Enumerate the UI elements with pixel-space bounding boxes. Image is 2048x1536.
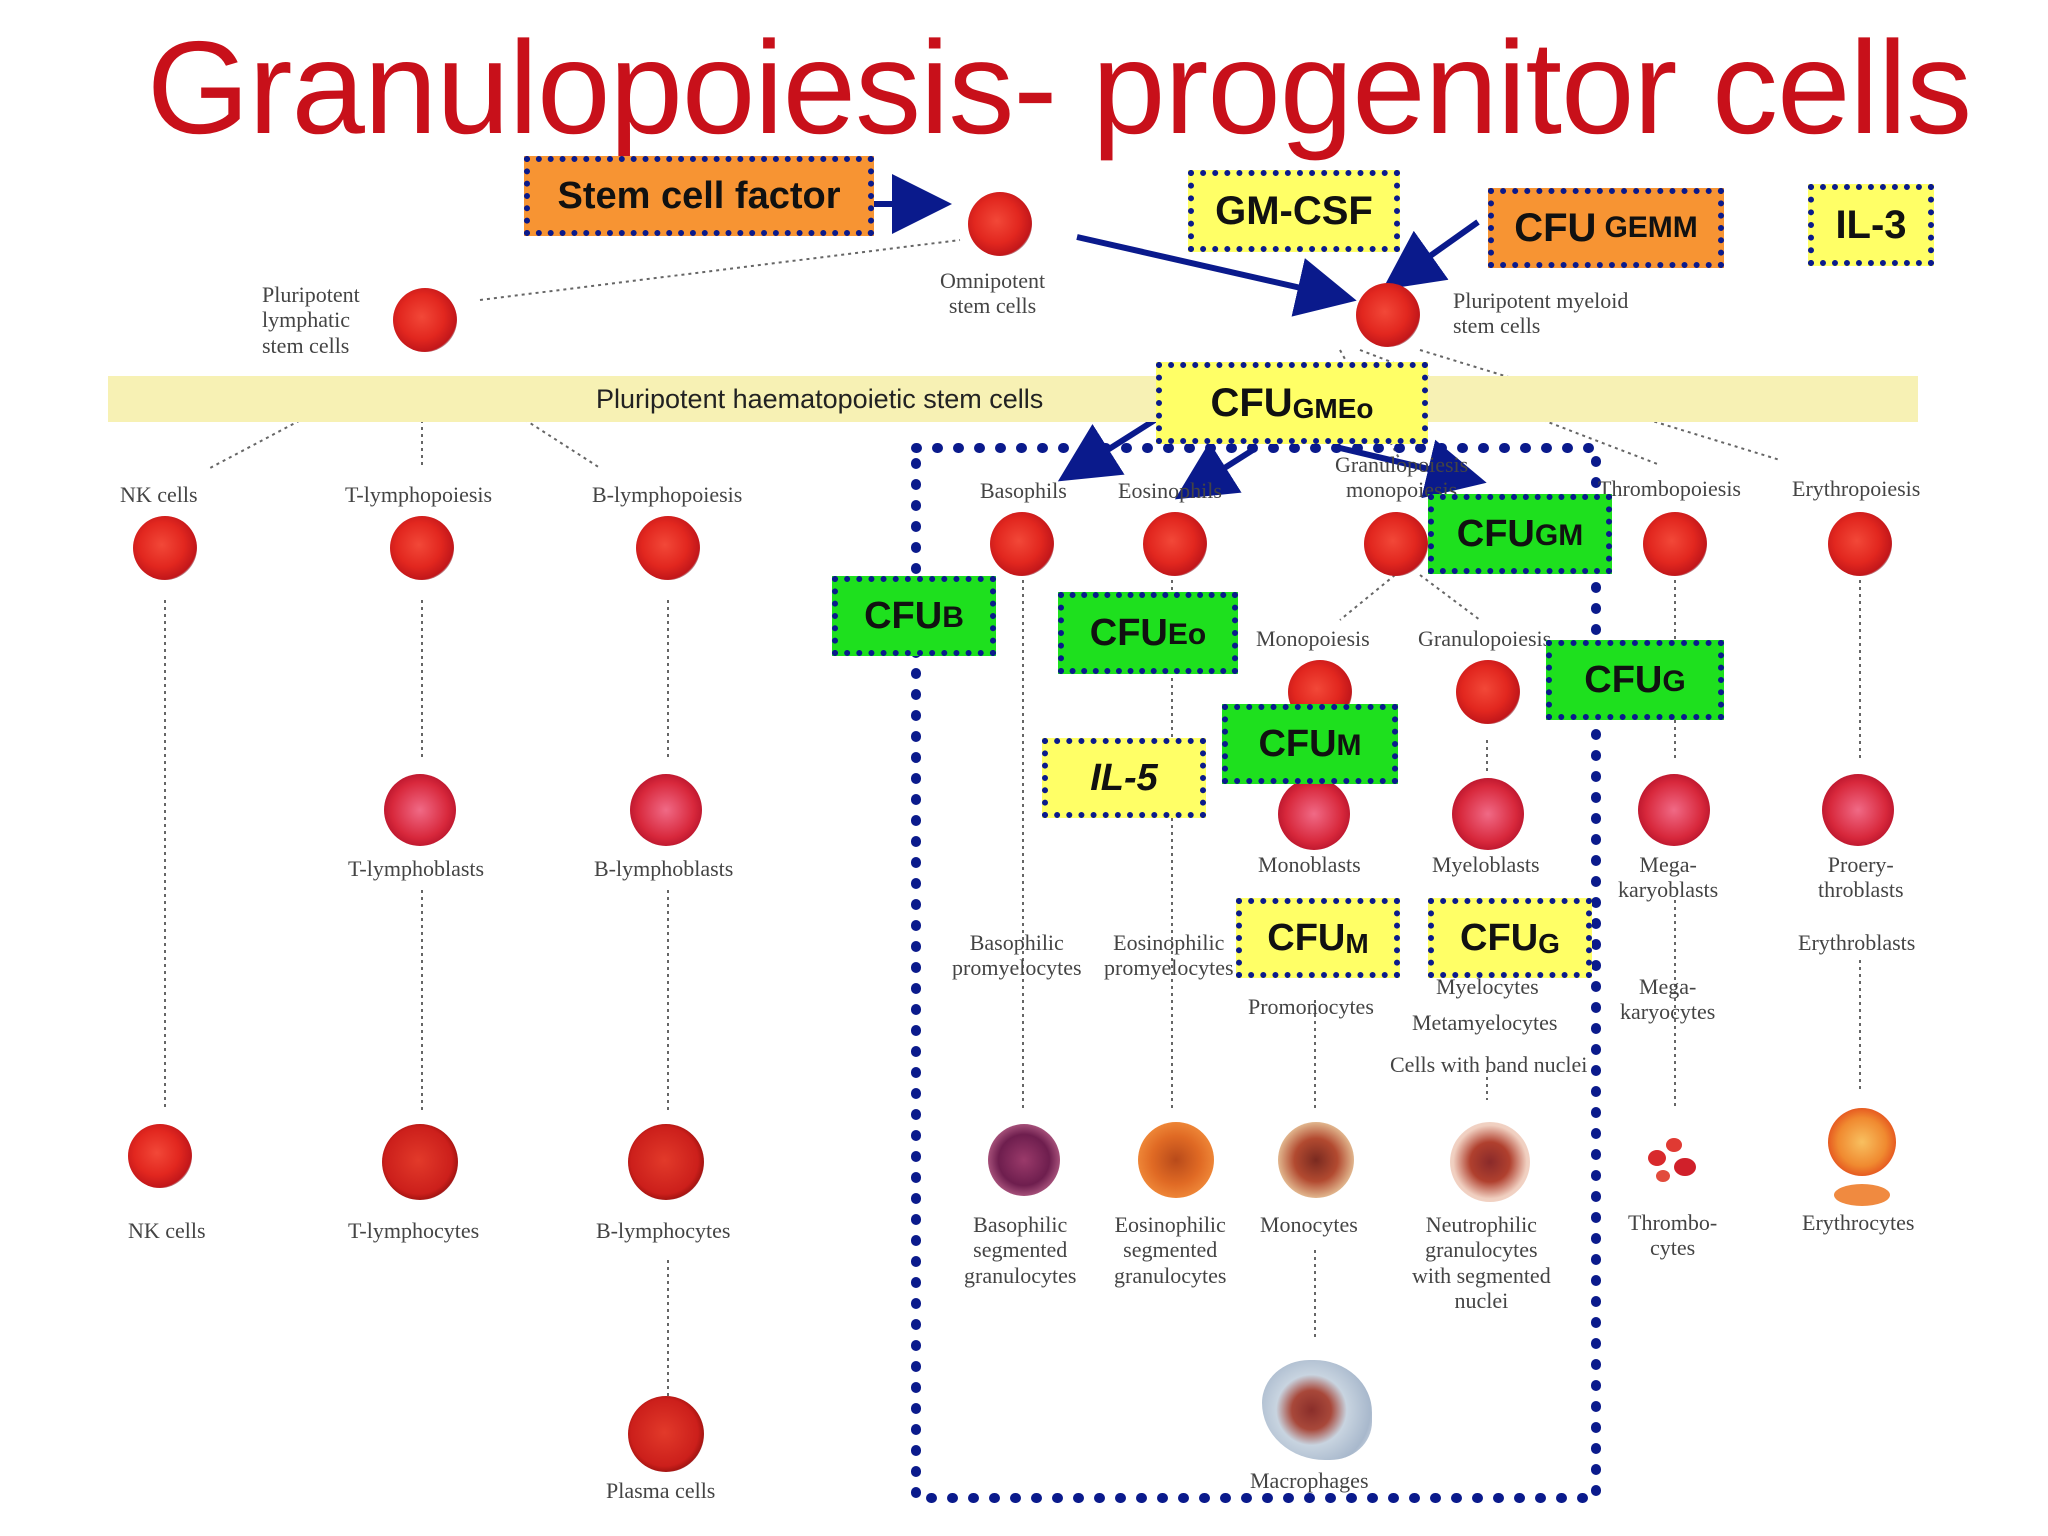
label-promonocytes: Promonocytes xyxy=(1248,994,1374,1019)
label-nk-bottom: NK cells xyxy=(128,1218,206,1243)
thrombo-progenitor-cell xyxy=(1643,512,1707,576)
megakaryoblast-cell xyxy=(1638,774,1710,846)
label-monopoiesis: Monopoiesis xyxy=(1256,626,1370,651)
label-pluripotent-lymphatic: Pluripotent lymphatic stem cells xyxy=(262,282,360,358)
page-title: Granulopoiesis- progenitor cells xyxy=(146,14,1972,161)
plasma-cell xyxy=(628,1396,704,1472)
label-eos-promyelocytes: Eosinophilic promyelocytes xyxy=(1104,930,1234,981)
label-proerythroblasts: Proery- throblasts xyxy=(1818,852,1904,903)
label-t-lymphocytes: T-lymphocytes xyxy=(348,1218,480,1243)
label-myeloblasts: Myeloblasts xyxy=(1432,852,1540,877)
label-omnipotent: Omnipotent stem cells xyxy=(940,268,1046,319)
erythro-progenitor-cell xyxy=(1828,512,1892,576)
basophil-segmented-cell xyxy=(988,1124,1060,1196)
label-monoblasts: Monoblasts xyxy=(1258,852,1361,877)
erythrocyte-side-cell xyxy=(1834,1184,1890,1206)
il5-box: IL-5 xyxy=(1042,738,1206,818)
label-t-lymphoblasts: T-lymphoblasts xyxy=(348,856,485,881)
b-lymphoblast-cell xyxy=(630,774,702,846)
label-pluripotent-myeloid: Pluripotent myeloid stem cells xyxy=(1453,288,1629,339)
nk-progenitor-cell xyxy=(133,516,197,580)
label-eos-segmented: Eosinophilic segmented granulocytes xyxy=(1114,1212,1227,1288)
label-macrophages: Macrophages xyxy=(1250,1468,1369,1493)
label-monocytes: Monocytes xyxy=(1260,1212,1358,1237)
label-erythropoiesis: Erythropoiesis xyxy=(1792,476,1921,501)
neutrophil-cell xyxy=(1450,1122,1530,1202)
basophil-progenitor-cell xyxy=(990,512,1054,576)
eosinophil-progenitor-cell xyxy=(1143,512,1207,576)
label-baso-promyelocytes: Basophilic promyelocytes xyxy=(952,930,1082,981)
label-metamyelocytes: Metamyelocytes xyxy=(1412,1010,1558,1035)
stem-cell-factor-box: Stem cell factor xyxy=(524,156,874,236)
label-megakaryoblasts: Mega- karyoblasts xyxy=(1618,852,1719,903)
label-baso-segmented: Basophilic segmented granulocytes xyxy=(964,1212,1077,1288)
granulo-mono-progenitor-cell xyxy=(1364,512,1428,576)
granulopoiesis-cell xyxy=(1456,660,1520,724)
nk-cell-mature xyxy=(128,1124,192,1188)
myeloblast-cell xyxy=(1452,778,1524,850)
label-basophils: Basophils xyxy=(980,478,1067,503)
haematopoietic-band xyxy=(108,376,1918,422)
label-nk-top: NK cells xyxy=(120,482,198,507)
label-myelocytes: Myelocytes xyxy=(1436,974,1539,999)
label-b-lymphocytes: B-lymphocytes xyxy=(596,1218,731,1243)
label-band-cells: Cells with band nuclei xyxy=(1390,1052,1588,1077)
label-thrombocytes: Thrombo- cytes xyxy=(1628,1210,1718,1261)
erythrocyte-cell xyxy=(1828,1108,1896,1176)
label-b-lymphoblasts: B-lymphoblasts xyxy=(594,856,734,881)
proerythroblast-cell xyxy=(1822,774,1894,846)
label-thrombopoiesis: Thrombopoiesis xyxy=(1598,476,1741,501)
label-t-lymphopoiesis: T-lymphopoiesis xyxy=(345,482,493,507)
label-neutrophilic: Neutrophilic granulocytes with segmented… xyxy=(1412,1212,1551,1313)
pluripotent-lymphatic-cell xyxy=(393,288,457,352)
label-erythrocytes: Erythrocytes xyxy=(1802,1210,1915,1235)
monoblast-cell xyxy=(1278,778,1350,850)
macrophage-cell xyxy=(1262,1360,1372,1460)
pluripotent-myeloid-cell xyxy=(1356,283,1420,347)
t-lymphocyte-cell xyxy=(382,1124,458,1200)
label-megakaryocytes: Mega- karyocytes xyxy=(1620,974,1716,1025)
b-progenitor-cell xyxy=(636,516,700,580)
gm-csf-box: GM-CSF xyxy=(1188,170,1400,252)
t-progenitor-cell xyxy=(390,516,454,580)
label-granulopoiesis: Granulopoiesis xyxy=(1418,626,1552,651)
t-lymphoblast-cell xyxy=(384,774,456,846)
thrombocyte-cells xyxy=(1644,1130,1704,1190)
cfu-gemm-box: CFU GEMM xyxy=(1488,188,1724,268)
label-eosinophils: Eosinophils xyxy=(1118,478,1222,503)
label-b-lymphopoiesis: B-lymphopoiesis xyxy=(592,482,743,507)
b-lymphocyte-cell xyxy=(628,1124,704,1200)
monocyte-cell xyxy=(1278,1122,1354,1198)
omnipotent-stem-cell xyxy=(968,192,1032,256)
eosinophil-segmented-cell xyxy=(1138,1122,1214,1198)
band-label: Pluripotent haematopoietic stem cells xyxy=(596,384,1044,414)
label-plasma-cells: Plasma cells xyxy=(606,1478,716,1503)
label-erythroblasts: Erythroblasts xyxy=(1798,930,1916,955)
il3-box: IL-3 xyxy=(1808,184,1934,266)
